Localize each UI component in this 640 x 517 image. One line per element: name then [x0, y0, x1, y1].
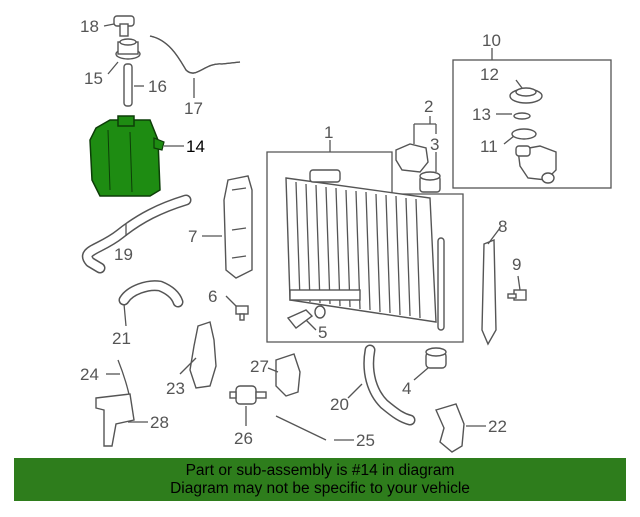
- cap-group-box: [452, 59, 612, 189]
- callout-22: 22: [488, 417, 507, 436]
- callout-4: 4: [402, 379, 411, 398]
- part-16-tube: [123, 63, 133, 107]
- callout-5: 5: [318, 323, 327, 342]
- callout-16: 16: [148, 77, 167, 96]
- callout-21: 21: [112, 329, 131, 348]
- part-1-radiator: [285, 169, 445, 331]
- callout-13: 13: [472, 105, 491, 124]
- callout-27: 27: [250, 357, 269, 376]
- callout-23: 23: [166, 379, 185, 398]
- callout-2: 2: [424, 97, 433, 116]
- callout-10: 10: [482, 31, 501, 50]
- info-banner: Part or sub-assembly is #14 in diagram D…: [14, 458, 626, 501]
- banner-line-2: Diagram may not be specific to your vehi…: [170, 480, 470, 497]
- banner-line-1: Part or sub-assembly is #14 in diagram: [185, 462, 455, 479]
- part-7-shroud: [223, 175, 253, 279]
- callout-20: 20: [330, 395, 349, 414]
- part-21-hose: [118, 280, 184, 308]
- part-5-drain: [286, 305, 326, 329]
- part-28-bracket: [95, 393, 135, 447]
- callout-9: 9: [512, 255, 521, 274]
- part-9-bolt: [507, 289, 527, 301]
- part-26-sensor: [229, 385, 267, 405]
- callout-7: 7: [188, 227, 197, 246]
- part-27-bracket: [275, 353, 301, 397]
- callout-25: 25: [356, 431, 375, 450]
- callout-1: 1: [324, 123, 333, 142]
- part-15-cap: [115, 38, 141, 60]
- callout-26: 26: [234, 429, 253, 448]
- callout-19: 19: [114, 245, 133, 264]
- part-13-ring: [513, 112, 531, 120]
- callout-18: 18: [80, 17, 99, 36]
- part-19-hose: [82, 194, 192, 274]
- part-25-hose: [275, 415, 327, 441]
- callout-15: 15: [84, 69, 103, 88]
- radiator-group-box: [266, 151, 464, 343]
- part-22-bracket: [435, 403, 465, 453]
- part-8-bracket: [481, 238, 497, 346]
- part-20-hose: [363, 344, 416, 426]
- part-2-bracket: [395, 143, 429, 173]
- callout-12: 12: [480, 65, 499, 84]
- callout-17: 17: [184, 99, 203, 118]
- callout-24: 24: [80, 365, 99, 384]
- callout-6: 6: [208, 287, 217, 306]
- callout-3: 3: [430, 135, 439, 154]
- part-12-cap: [509, 87, 543, 104]
- reservoir-tank[interactable]: [89, 115, 165, 197]
- part-6-bolt: [235, 305, 249, 321]
- part-18-fitting: [113, 15, 135, 37]
- callout-28: 28: [150, 413, 169, 432]
- callout-14: 14: [186, 137, 205, 156]
- callout-11: 11: [480, 137, 498, 156]
- part-23-outlet: [189, 321, 217, 389]
- part-11-neck: [511, 128, 557, 184]
- callout-8: 8: [498, 217, 507, 236]
- part-4-cushion: [425, 347, 447, 369]
- part-3-cushion: [419, 171, 441, 193]
- leader-lines: [103, 23, 523, 441]
